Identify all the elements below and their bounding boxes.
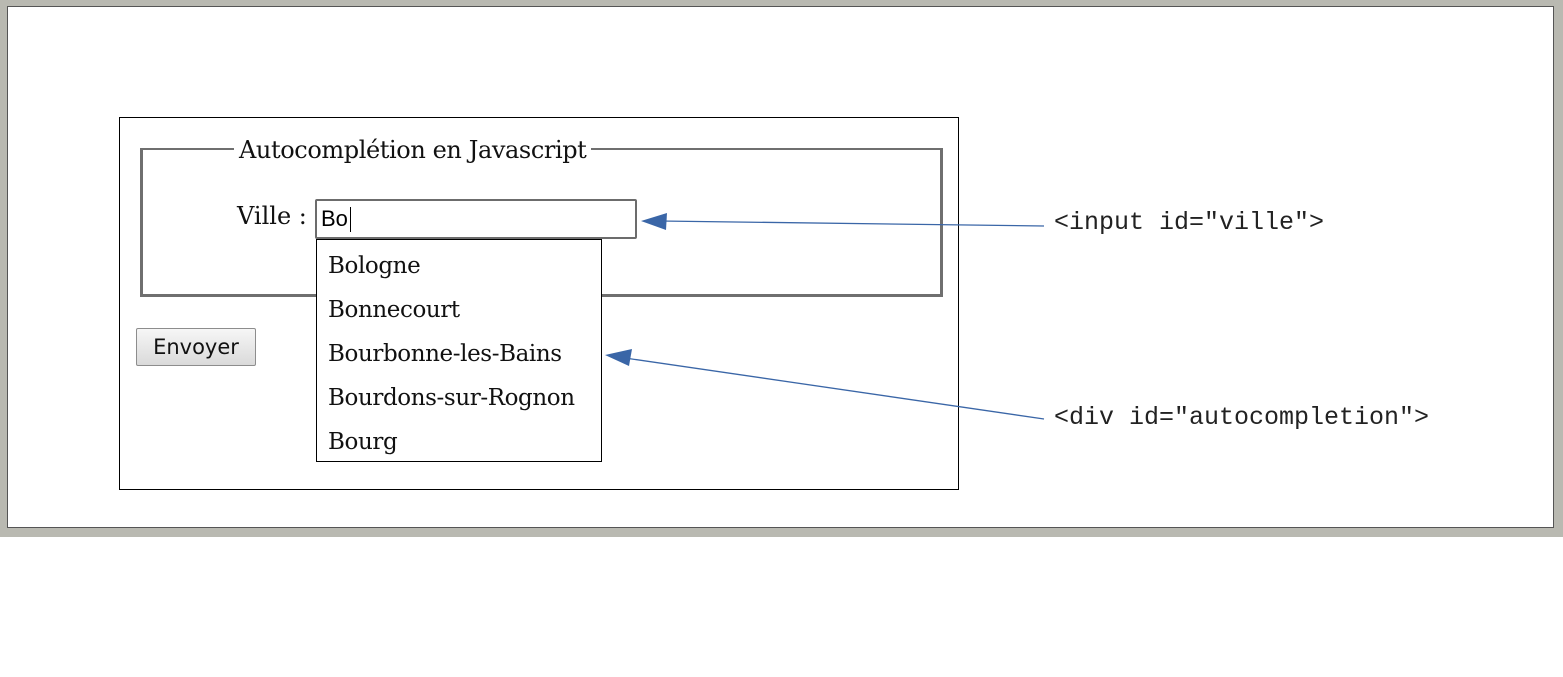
autocomplete-item-bourg[interactable]: Bourg xyxy=(328,429,398,455)
autocomplete-item-bologne[interactable]: Bologne xyxy=(328,253,421,279)
autocompletion-list: Bologne Bonnecourt Bourbonne-les-Bains B… xyxy=(316,239,602,462)
input-annotation-label: <input id="ville"> xyxy=(1054,208,1325,237)
ville-label: Ville : xyxy=(237,202,307,230)
autocomplete-item-bourdons-sur-rognon[interactable]: Bourdons-sur-Rognon xyxy=(328,385,575,411)
div-annotation-label: <div id="autocompletion"> xyxy=(1054,403,1430,432)
ville-input[interactable] xyxy=(315,199,637,239)
fieldset-legend: Autocomplétion en Javascript xyxy=(234,134,592,166)
autocomplete-item-bonnecourt[interactable]: Bonnecourt xyxy=(328,297,460,323)
text-caret xyxy=(350,207,351,232)
envoyer-button[interactable]: Envoyer xyxy=(136,328,256,366)
autocomplete-item-bourbonne-les-bains[interactable]: Bourbonne-les-Bains xyxy=(328,341,562,367)
